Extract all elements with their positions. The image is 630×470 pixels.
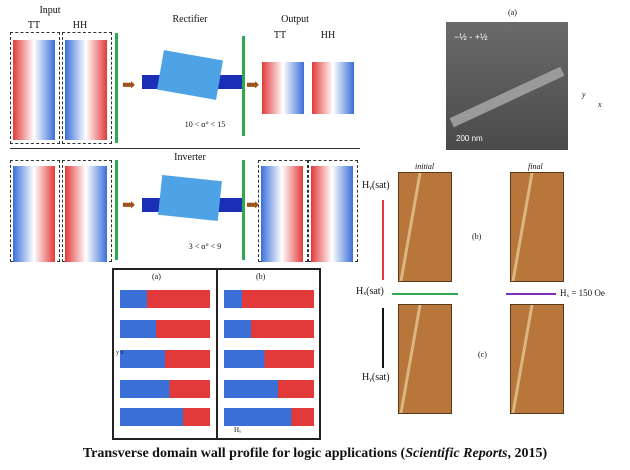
sim-label-a: (a) — [152, 272, 161, 281]
hh-wall-2 — [65, 88, 107, 140]
sim-strip-4a — [120, 380, 210, 398]
sim-strip-2a — [120, 320, 210, 338]
hx-sat: Hₓ(sat) — [356, 286, 384, 297]
arrow-to-inverter: ➡ — [122, 197, 136, 214]
inverter-label: Inverter — [174, 152, 206, 163]
tt-output-label: TT — [273, 30, 287, 41]
caption-prefix: Transverse domain wall profile for logic… — [82, 446, 406, 461]
tt-output-wall — [262, 62, 304, 114]
inverter-range: 3 < α° < 9 — [188, 242, 222, 251]
inv-out-hh-1 — [311, 166, 353, 218]
hh-output-label: HH — [320, 30, 336, 41]
sem-axis-y: y — [582, 90, 586, 99]
mfm-initial-b — [398, 172, 452, 282]
sem-image: −½ - +½ 200 nm — [446, 22, 568, 150]
rectifier-range: 10 < α° < 15 — [184, 120, 226, 129]
hy-sat-top: Hᵧ(sat) — [362, 180, 390, 191]
sim-strip-3a — [120, 350, 210, 368]
inverter-device — [142, 174, 242, 222]
hx-value: Hₓ = 150 Oe — [560, 288, 605, 298]
hy-up-arrow — [382, 200, 384, 280]
sim-strip-5a — [120, 408, 210, 426]
arrow-to-rectifier: ➡ — [122, 77, 136, 94]
input-hh-box — [62, 32, 112, 144]
figure-caption: Transverse domain wall profile for logic… — [0, 446, 630, 462]
sim-strip-1a — [120, 290, 210, 308]
mfm-final-b — [510, 172, 564, 282]
sem-charges: −½ - +½ — [454, 32, 488, 42]
sim-strip-1b — [224, 290, 314, 308]
rectifier-device — [142, 50, 242, 100]
hh-output-wall — [312, 62, 354, 114]
rectifier-label: Rectifier — [172, 14, 208, 25]
arrow-from-inverter: ➡ — [246, 197, 260, 214]
mfm-final: final — [528, 162, 543, 171]
tt-label: TT — [27, 20, 41, 31]
mfm-final-c — [510, 304, 564, 414]
input-green-bar — [115, 33, 118, 143]
sim-strip-5b — [224, 408, 314, 426]
tt-wall-2 — [13, 88, 55, 140]
sem-wire — [449, 66, 565, 128]
hx-purple-arrow — [506, 293, 556, 295]
inv-tt-wall-2 — [13, 210, 55, 262]
inv-hh-wall-2 — [65, 210, 107, 262]
input-label: Input — [39, 5, 61, 16]
sim-strip-2b — [224, 320, 314, 338]
input-tt-box — [10, 32, 60, 144]
inv-out-tt-2 — [261, 210, 303, 262]
caption-suffix: , 2015) — [507, 446, 548, 461]
output-label: Output — [281, 14, 309, 25]
mfm-label-c: (c) — [478, 350, 487, 359]
simulation-panel: (a) (b) y x Hₓ — [112, 268, 321, 440]
sem-scale: 200 nm — [456, 134, 483, 143]
hy-sat-bottom: Hᵧ(sat) — [362, 372, 390, 383]
hy-down-arrow — [382, 308, 384, 368]
caption-journal: Scientific Reports — [405, 446, 508, 461]
inv-out-hh-2 — [311, 210, 353, 262]
inv-input-green-bar — [115, 160, 118, 260]
sem-panel-label: (a) — [508, 8, 517, 17]
mfm-initial-c — [398, 304, 452, 414]
sem-axis-x: x — [598, 100, 602, 109]
inv-hh-wall-1 — [65, 166, 107, 218]
sim-strip-3b — [224, 350, 314, 368]
inv-out-tt-1 — [261, 166, 303, 218]
hx-green-arrow — [392, 293, 458, 295]
hh-wall-1 — [65, 40, 107, 92]
tt-wall-1 — [13, 40, 55, 92]
mfm-initial: initial — [415, 162, 435, 171]
mfm-label-b: (b) — [472, 232, 482, 241]
output-green-bar — [242, 36, 245, 136]
sim-strip-4b — [224, 380, 314, 398]
hh-label: HH — [72, 20, 88, 31]
arrow-from-rectifier: ➡ — [246, 77, 260, 94]
inv-output-green-bar — [242, 160, 245, 260]
sim-divider — [216, 270, 218, 438]
sim-label-b: (b) — [256, 272, 266, 281]
sim-axis: y x — [116, 350, 124, 356]
sim-hx: Hₓ — [234, 426, 242, 434]
divider-line — [10, 148, 360, 149]
inv-tt-wall-1 — [13, 166, 55, 218]
